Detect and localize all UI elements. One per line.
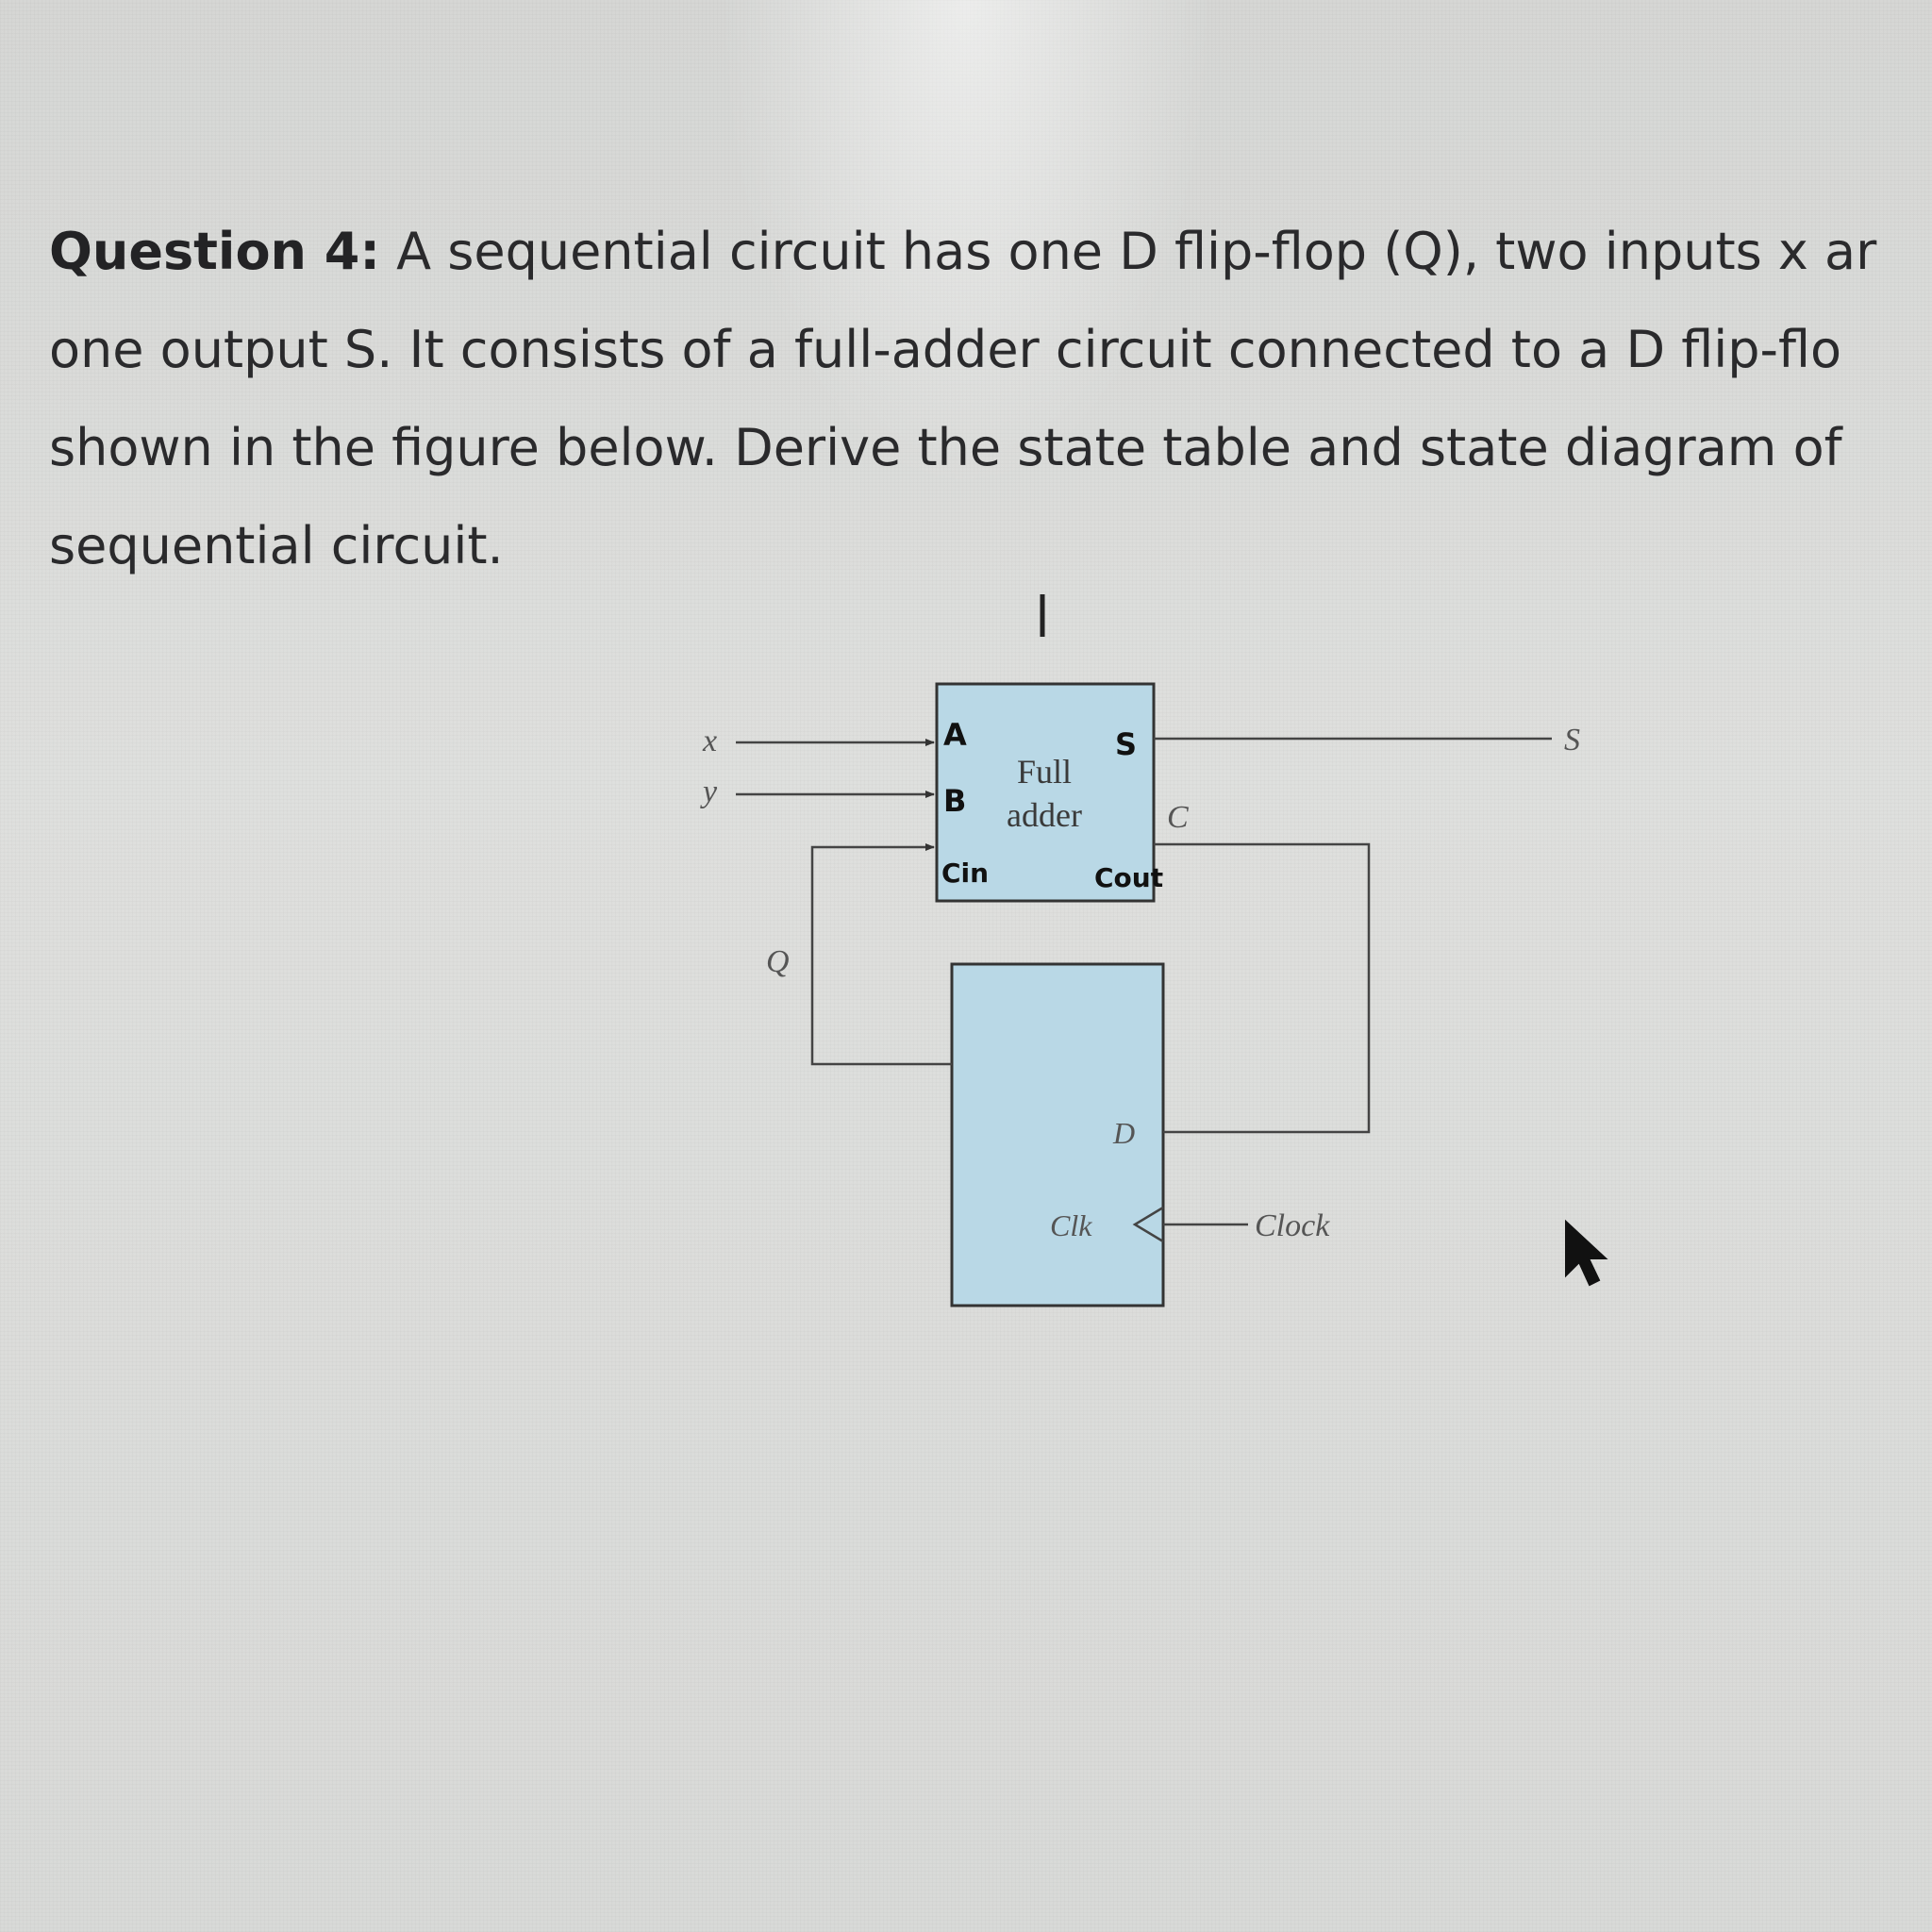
wire-carry-to-d xyxy=(1154,842,1371,1134)
question-line-1-text: A sequential circuit has one D flip-flop… xyxy=(396,222,1877,281)
label-clock: Clock xyxy=(1255,1208,1330,1243)
wire-q-feedback xyxy=(810,843,952,1066)
full-adder-title-1: Full xyxy=(1017,753,1072,791)
pin-b-label: B xyxy=(943,783,966,819)
question-label: Question 4: xyxy=(49,222,380,281)
label-s-output: S xyxy=(1564,723,1580,758)
full-adder-title-2: adder xyxy=(1007,796,1082,834)
label-q: Q xyxy=(766,944,790,979)
question-line-2: one output S. It consists of a full-adde… xyxy=(49,320,1842,379)
clock-triangle xyxy=(1132,1206,1164,1243)
mouse-cursor-icon xyxy=(1565,1219,1608,1287)
d-flip-flop-box xyxy=(950,962,1165,1307)
question-line-4: sequential circuit. xyxy=(49,516,504,575)
label-y: y xyxy=(700,774,718,809)
pin-cout-label: Cout xyxy=(1094,862,1163,893)
pin-a-label: A xyxy=(943,717,967,753)
question-text: Question 4: A sequential circuit has one… xyxy=(49,203,1932,595)
label-x: x xyxy=(702,724,717,758)
label-carry: C xyxy=(1167,800,1189,835)
question-line-1: Question 4: A sequential circuit has one… xyxy=(49,203,1932,301)
pin-s-label: S xyxy=(1115,726,1137,762)
pin-clk-label: Clk xyxy=(1050,1208,1092,1242)
pin-d-label: D xyxy=(1112,1116,1135,1150)
question-line-3: shown in the figure below. Derive the st… xyxy=(49,418,1842,477)
pin-cin-label: Cin xyxy=(941,858,989,889)
full-adder-box xyxy=(935,682,1156,903)
